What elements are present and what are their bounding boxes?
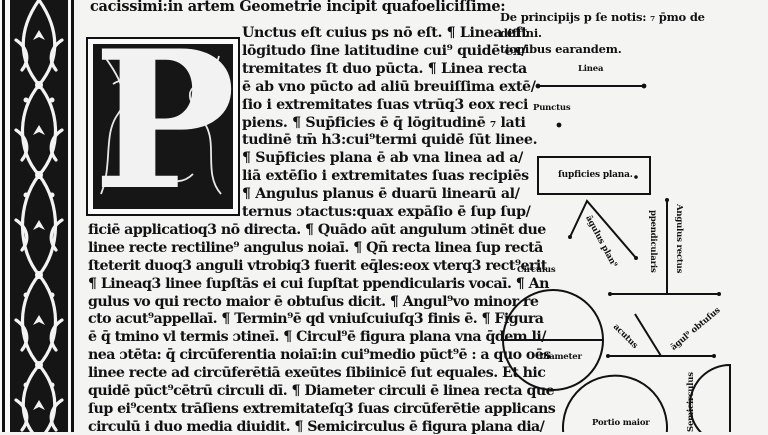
plane-angle-figure <box>569 199 637 259</box>
text-line: ficiē applicatioq3 nō directa. ¶ Quādo a… <box>88 221 546 238</box>
label-circulus: Circulus <box>517 265 556 275</box>
initial-background: P <box>93 44 233 209</box>
point-figure <box>556 122 562 128</box>
semicircle-figure <box>689 363 731 432</box>
label-perpendicularis: ppendicularis <box>648 210 658 273</box>
label-diameter: Diameter <box>539 352 582 362</box>
border-rail-left <box>2 0 5 432</box>
border-rail-right <box>71 0 74 432</box>
margin-heading-line: De principijs p ſe notis: ₇ p̄mo de diff… <box>500 10 705 40</box>
text-line: tremitates ſt duo pūcta. ¶ Linea recta <box>242 60 527 77</box>
text-line: nea ɔtēta: q̄ circūferentia noiaī:in cui… <box>88 347 551 364</box>
vine-ornament-icon <box>14 0 64 432</box>
woodcut-border <box>0 0 74 432</box>
major-segment-figure <box>562 374 668 432</box>
label-linea: Linea <box>578 64 604 74</box>
text-line: ē ab vno pūcto ad aliū breuiſſima extē/ <box>242 78 536 95</box>
text-line: linee recte ad circūferētiā exeūtes ſibi… <box>88 365 546 382</box>
label-punctus: Punctus <box>533 103 571 113</box>
text-line: ¶ Angulus planus ē duarū linearū al/ <box>242 186 520 203</box>
margin-heading: De principijs p ſe notis: ₇ p̄mo de diff… <box>500 9 750 57</box>
text-line: circulū i duo media diuidit. ¶ Semicircu… <box>88 418 545 435</box>
margin-heading-line: tionibus earandem. <box>500 42 622 56</box>
text-line: Unctus eſt cuius ps nō eſt. ¶ Linea eſt <box>242 25 528 41</box>
plane-surface-figure <box>537 156 651 195</box>
text-line: liā extēſio i extremitates ſuas recipiēs <box>242 168 529 185</box>
text-line: linee recte rectiline⁹ angulus noiaī. ¶ … <box>88 239 543 256</box>
historiated-initial: P <box>86 37 240 216</box>
label-angulus-rectus: Angulus rectus <box>674 204 684 274</box>
text-line: quidē pūct⁹cētrū circuli dī. ¶ Diameter … <box>88 383 555 399</box>
text-line: ternus ɔtactus:quax expāſio ē ſup ſup/ <box>242 204 531 220</box>
text-line: cto acut⁹appellaī. ¶ Termin⁹ē qd vniuſcu… <box>88 311 544 328</box>
text-line: ſup ei⁹centx trāſiens extremitateſq3 ſua… <box>88 400 556 417</box>
initial-letter: P <box>93 44 233 209</box>
floral-ornament-band <box>10 0 68 432</box>
text-line: gulus vo qui recto maior ē obtuſus dicit… <box>88 293 539 310</box>
incipit-line: cacissimi:in artem Geometrie incipit qua… <box>90 0 506 15</box>
text-line: lōgitudo ſine latitudine cui⁹ quidē ex/ <box>242 42 527 59</box>
text-line: ſteterit duoq3 anguli vtrobiq3 fuerit eq… <box>88 257 547 274</box>
label-portio-maior: Portio maior <box>592 418 650 428</box>
text-line: ē q̄ tmino vl termis ɔtineī. ¶ Circul⁹ē … <box>88 329 546 346</box>
text-line: piens. ¶ Sup̄ficies ē q̄ lōgitudinē ₇ la… <box>242 114 526 131</box>
text-line: ¶ Lineaq3 linee ſupſtās ei cui ſupſtat p… <box>88 275 549 292</box>
text-line: ¶ Sup̄ficies plana ē ab vna linea ad a/ <box>242 150 523 167</box>
text-line: ſio i extremitates ſuas vtrūq3 eox reci <box>242 96 529 113</box>
label-superficies: ſupficies plana. <box>558 170 633 180</box>
text-line: tudinē tm̄ h3:cui⁹termi quidē ſūt linee. <box>242 132 538 149</box>
initial-vine-icon <box>100 53 222 195</box>
label-semicirculus: Semicirculus <box>686 372 696 432</box>
